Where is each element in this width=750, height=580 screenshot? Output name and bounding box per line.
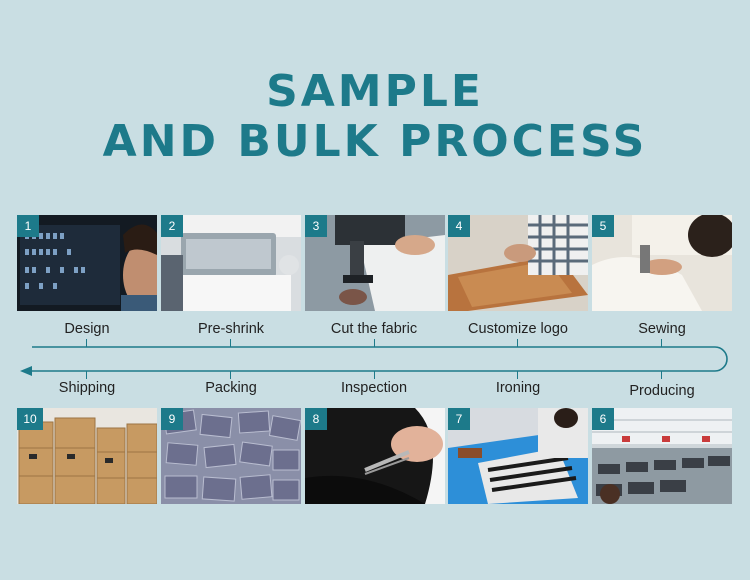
timeline-tick [517, 339, 518, 347]
step-label-shipping: Shipping [58, 380, 116, 396]
step-badge: 10 [17, 408, 43, 430]
step-badge: 3 [305, 215, 327, 237]
timeline-tick [661, 371, 662, 379]
step-label-design: Design [64, 321, 110, 337]
step-badge: 4 [448, 215, 470, 237]
photo-inspection: 8 [305, 408, 445, 504]
timeline-tick [230, 339, 231, 347]
photo-sewing: 5 [592, 215, 732, 311]
timeline-tick [374, 371, 375, 379]
photo-producing: 6 [592, 408, 732, 504]
timeline-tick [86, 371, 87, 379]
timeline-tick [374, 339, 375, 347]
step-label-inspection: Inspection [340, 380, 408, 396]
timeline-tick [230, 371, 231, 379]
timeline-tick [86, 339, 87, 347]
step-label-pre-shrink: Pre-shrink [197, 321, 265, 337]
photo-pre-shrink: 2 [161, 215, 301, 311]
step-label-ironing: Ironing [495, 380, 541, 396]
photo-customize-logo: 4 [448, 215, 588, 311]
step-badge: 8 [305, 408, 327, 430]
photo-packing: 9 [161, 408, 301, 504]
title-line-1: SAMPLE [266, 66, 484, 117]
timeline-tick [661, 339, 662, 347]
step-badge: 9 [161, 408, 183, 430]
timeline-tick [517, 371, 518, 379]
step-badge: 1 [17, 215, 39, 237]
step-badge: 2 [161, 215, 183, 237]
title-line-2: AND BULK PROCESS [102, 116, 648, 167]
photo-ironing: 7 [448, 408, 588, 504]
step-label-sewing: Sewing [638, 321, 686, 337]
step-badge: 6 [592, 408, 614, 430]
step-label-cut-fabric: Cut the fabric [330, 321, 418, 337]
photo-design: 1 [17, 215, 157, 311]
step-badge: 7 [448, 408, 470, 430]
step-badge: 5 [592, 215, 614, 237]
photo-shipping: 10 [17, 408, 157, 504]
step-label-customize-logo: Customize logo [468, 321, 568, 337]
step-label-packing: Packing [205, 380, 257, 396]
photo-cut-fabric: 3 [305, 215, 445, 311]
step-label-producing: Producing [629, 383, 695, 399]
